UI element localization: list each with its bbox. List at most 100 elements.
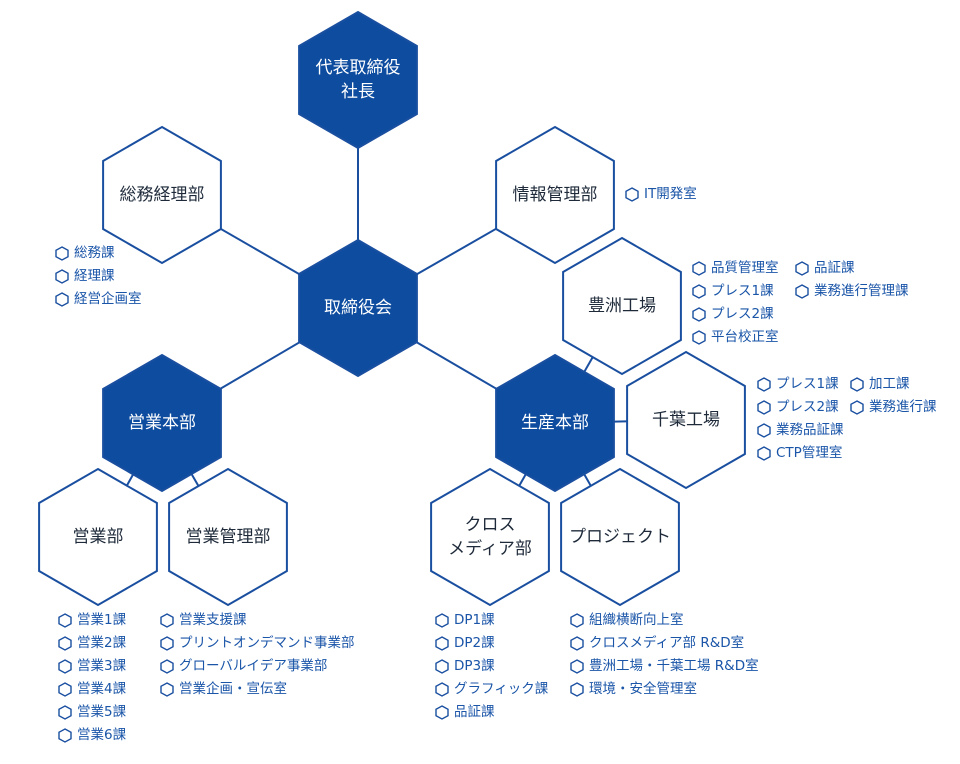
list-item: 豊洲工場・千葉工場 R&D室: [570, 655, 759, 678]
list-sales-management: 営業支援課プリントオンデマンド事業部グローバルイデア事業部営業企画・宣伝室: [160, 609, 355, 701]
hexagon-bullet-icon: [570, 682, 584, 697]
list-item-label: 営業1課: [77, 612, 127, 628]
list-item: プレス1課: [757, 373, 844, 396]
list-item: プリントオンデマンド事業部: [160, 632, 355, 655]
list-item-label: プレス1課: [776, 376, 839, 392]
hexagon-bullet-icon: [692, 261, 706, 276]
hexagon-bullet-icon: [692, 330, 706, 345]
list-item-label: DP1課: [454, 612, 495, 628]
hexagon-bullet-icon: [850, 400, 864, 415]
node-label: 代表取締役: [316, 58, 401, 78]
hexagon-bullet-icon: [160, 636, 174, 651]
list-item: グラフィック課: [435, 678, 548, 701]
list-sales-dept: 営業1課営業2課営業3課営業4課営業5課営業6課: [58, 609, 126, 747]
node-sales-dept: 営業部: [38, 467, 158, 607]
hexagon-bullet-icon: [757, 377, 771, 392]
list-item: プレス2課: [692, 303, 779, 326]
list-item-label: 豊洲工場・千葉工場 R&D室: [589, 658, 759, 674]
node-label: 情報管理部: [513, 185, 598, 205]
hexagon-bullet-icon: [795, 284, 809, 299]
hexagon-bullet-icon: [435, 636, 449, 651]
hexagon-bullet-icon: [570, 613, 584, 628]
list-cross-media: DP1課 DP2課 DP3課グラフィック課品証課: [435, 609, 548, 724]
hexagon-bullet-icon: [58, 728, 72, 743]
list-item: DP2課: [435, 632, 548, 655]
hexagon-bullet-icon: [625, 187, 639, 202]
hexagon-bullet-icon: [58, 613, 72, 628]
hexagon-shape: [562, 236, 682, 376]
list-item: 品証課: [435, 701, 548, 724]
list-item: プレス1課: [692, 280, 779, 303]
hexagon-bullet-icon: [757, 400, 771, 415]
list-toyosu-col1: 品質管理室プレス1課プレス2課平台校正室: [692, 257, 779, 349]
node-sales-hq: 営業本部: [102, 353, 222, 493]
node-board: 取締役会: [298, 238, 418, 378]
hexagon-shape: [168, 467, 288, 607]
node-label: 取締役会: [324, 298, 392, 318]
list-item: 営業企画・宣伝室: [160, 678, 355, 701]
hexagon-bullet-icon: [757, 446, 771, 461]
hexagon-bullet-icon: [55, 292, 69, 307]
node-production-hq: 生産本部: [495, 353, 615, 493]
node-label: 営業部: [73, 527, 124, 547]
list-item-label: 業務進行課: [869, 399, 937, 415]
list-item-label: 営業6課: [77, 727, 127, 743]
list-item: 総務課: [55, 242, 142, 265]
list-item-label: プレス2課: [711, 306, 774, 322]
list-item-label: 経営企画室: [74, 291, 142, 307]
node-sales-management: 営業管理部: [168, 467, 288, 607]
list-item-label: クロスメディア部 R&D室: [589, 635, 745, 651]
list-chiba-col2: 加工課業務進行課: [850, 373, 937, 419]
list-toyosu-col2: 品証課業務進行管理課: [795, 257, 909, 303]
hexagon-bullet-icon: [692, 307, 706, 322]
hexagon-shape: [102, 125, 222, 265]
hexagon-shape: [38, 467, 158, 607]
list-item-label: 環境・安全管理室: [589, 681, 697, 697]
node-label: プロジェクト: [569, 527, 671, 547]
node-project: プロジェクト: [560, 467, 680, 607]
list-item: 営業1課: [58, 609, 126, 632]
hexagon-shape: [495, 125, 615, 265]
list-item: 経営企画室: [55, 288, 142, 311]
list-info-management: IT開発室: [625, 183, 697, 206]
list-item: 組織横断向上室: [570, 609, 759, 632]
list-item-label: 品証課: [454, 704, 495, 720]
list-item-label: 業務品証課: [776, 422, 844, 438]
list-item-label: 品証課: [814, 260, 855, 276]
hexagon-bullet-icon: [58, 659, 72, 674]
hexagon-bullet-icon: [570, 636, 584, 651]
org-nodes: 代表取締役社長取締役会総務経理部情報管理部豊洲工場営業本部生産本部千葉工場営業部…: [38, 10, 746, 607]
list-item-label: 営業4課: [77, 681, 127, 697]
node-label: 営業本部: [128, 413, 196, 433]
list-item: クロスメディア部 R&D室: [570, 632, 759, 655]
list-item: 加工課: [850, 373, 937, 396]
list-item: グローバルイデア事業部: [160, 655, 355, 678]
list-item-label: 営業支援課: [179, 612, 247, 628]
hexagon-shape: [298, 10, 418, 150]
hexagon-shape: [430, 467, 550, 607]
hexagon-bullet-icon: [160, 613, 174, 628]
hexagon-shape: [626, 350, 746, 490]
node-label: クロス: [465, 515, 516, 535]
list-item: 営業3課: [58, 655, 126, 678]
list-item-label: 営業企画・宣伝室: [179, 681, 287, 697]
list-item: 平台校正室: [692, 326, 779, 349]
list-item: プレス2課: [757, 396, 844, 419]
hexagon-bullet-icon: [160, 682, 174, 697]
hexagon-bullet-icon: [757, 423, 771, 438]
list-item-label: DP3課: [454, 658, 495, 674]
list-item-label: CTP管理室: [776, 445, 843, 461]
hexagon-bullet-icon: [795, 261, 809, 276]
list-item-label: 営業5課: [77, 704, 127, 720]
hexagon-bullet-icon: [58, 705, 72, 720]
node-label: 豊洲工場: [588, 296, 656, 316]
node-info-management: 情報管理部: [495, 125, 615, 265]
list-item-label: 営業3課: [77, 658, 127, 674]
list-item: DP1課: [435, 609, 548, 632]
node-label: 社長: [341, 82, 375, 102]
hexagon-bullet-icon: [58, 682, 72, 697]
list-item: DP3課: [435, 655, 548, 678]
list-item-label: 平台校正室: [711, 329, 779, 345]
